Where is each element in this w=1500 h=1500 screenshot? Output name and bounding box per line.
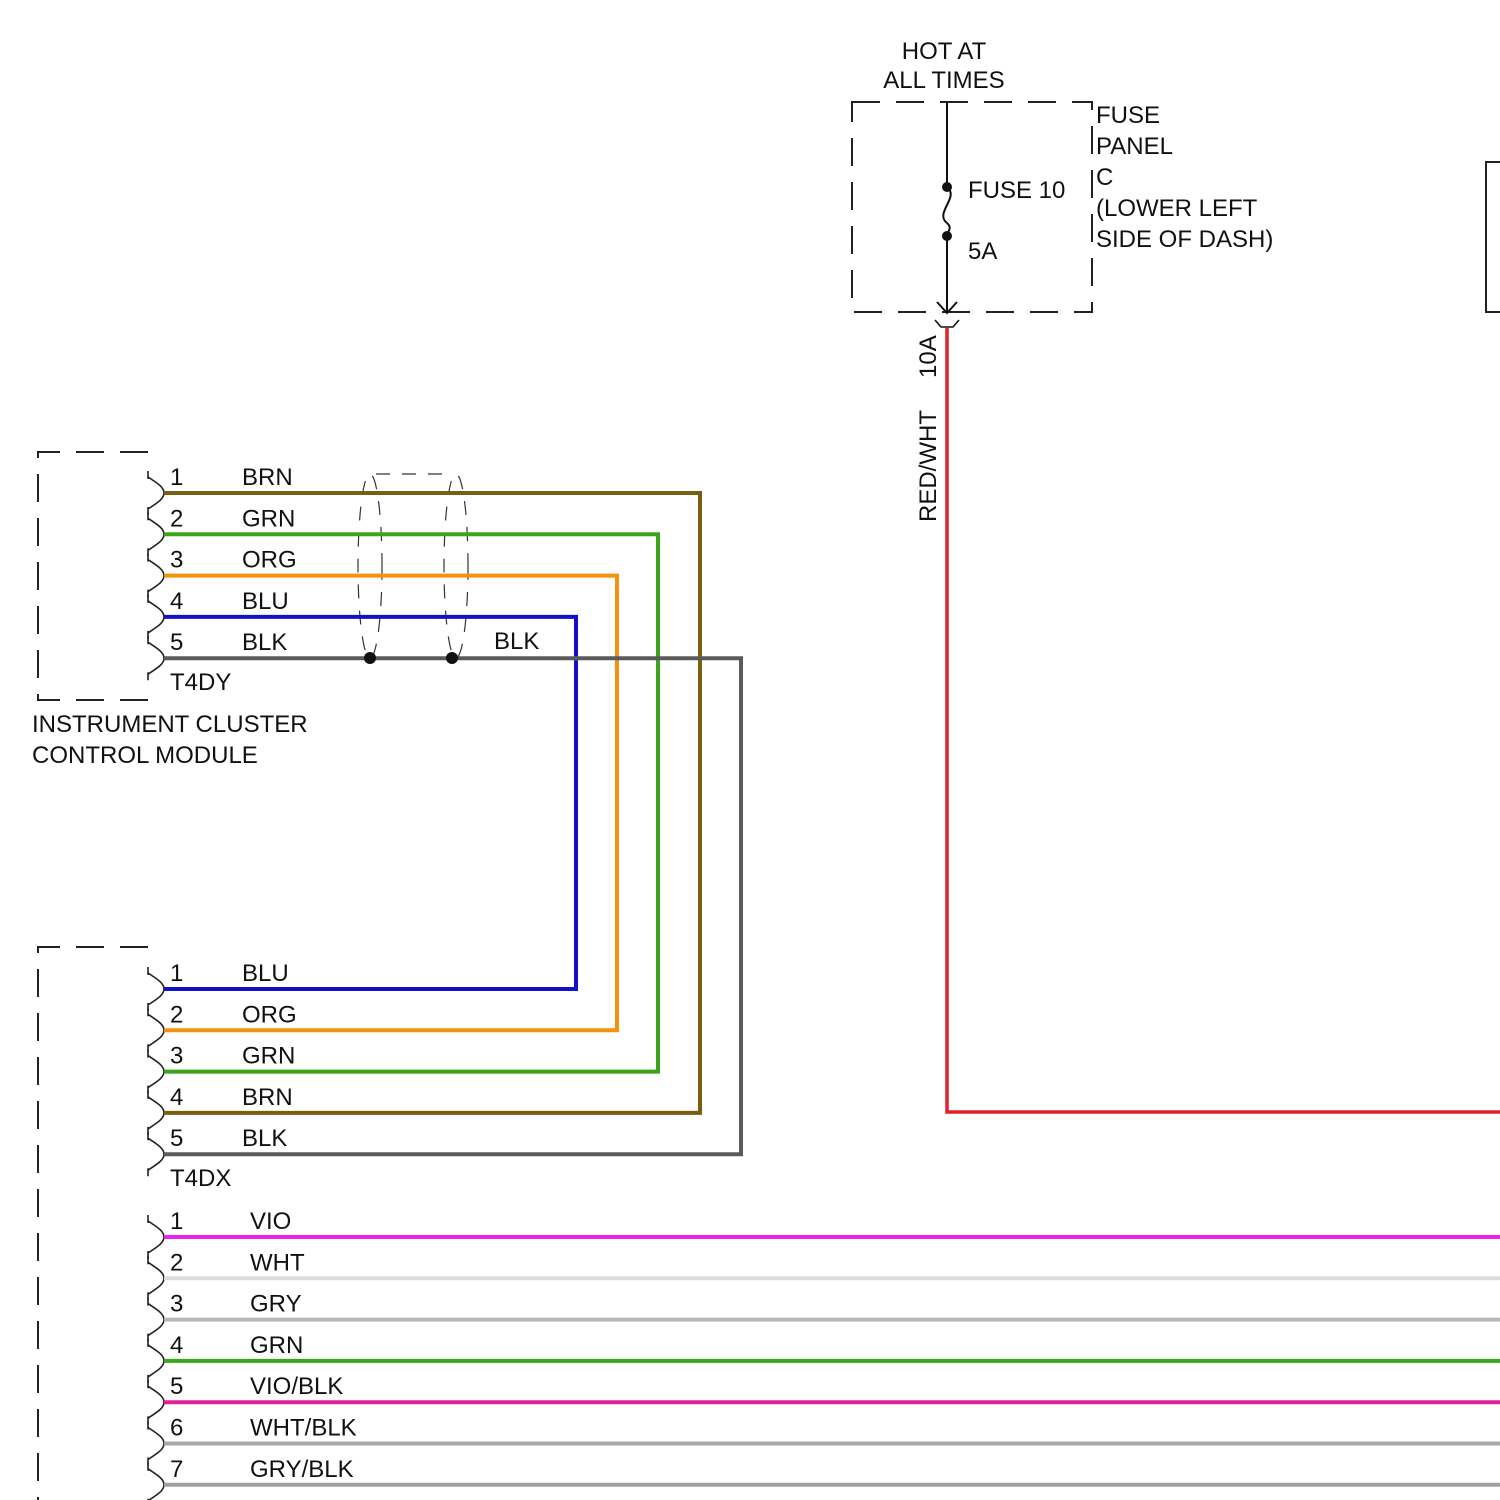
- t4dx-pin-1-color-label: BLU: [242, 960, 289, 987]
- route-wire-grn: [164, 534, 658, 1071]
- t4dy-pin-5-terminal-icon: [148, 636, 164, 680]
- shield-drain-splice-left: [364, 652, 376, 664]
- t4dy-pin-2-terminal-icon: [148, 512, 164, 556]
- lower-module-connector-a-pins: 1 BLU 2 ORG 3 GRN 4 BRN 5 BLK: [148, 960, 297, 1176]
- connector-b-pin-3-color-label: GRY: [250, 1291, 302, 1318]
- t4dy-pin-3-terminal-icon: [148, 554, 164, 598]
- feed-wire: 10A RED/WHT: [915, 320, 1500, 1112]
- instrument-cluster-module: INSTRUMENT CLUSTER CONTROL MODULE T4DY 1…: [32, 452, 539, 769]
- connector-b-pin-5-terminal-icon: [148, 1380, 164, 1424]
- t4dx-pin-1-number: 1: [170, 960, 183, 987]
- t4dx-pin-5-terminal-icon: [148, 1132, 164, 1176]
- t4dy-pin-2-number: 2: [170, 505, 183, 532]
- feed-terminal-icon: [935, 320, 959, 327]
- instrument-cluster-pins: 1 BRN 2 GRN 3 ORG 4 BLU 5 BLK: [148, 464, 297, 680]
- t4dx-pin-2-terminal-icon: [148, 1008, 164, 1052]
- fuse-name-label: FUSE 10: [968, 177, 1065, 204]
- t4dx-pin-3-terminal-icon: [148, 1050, 164, 1094]
- t4dy-pin-4-color-label: BLU: [242, 588, 289, 615]
- fuse-panel-line-3: C: [1096, 164, 1113, 191]
- twisted-pair-shield-right: [444, 474, 468, 658]
- t4dx-pin-5-color-label: BLK: [242, 1125, 287, 1152]
- fuse-panel-line-1: FUSE: [1096, 102, 1160, 129]
- connector-b-pin-6-number: 6: [170, 1415, 183, 1442]
- connector-b-pin-3-terminal-icon: [148, 1298, 164, 1342]
- connector-t4dy-label: T4DY: [170, 669, 231, 696]
- all-times-label: ALL TIMES: [883, 67, 1004, 94]
- feed-wire-path: [947, 328, 1500, 1112]
- lower-module-outline: [38, 947, 148, 1500]
- t4dx-pin-4-terminal-icon: [148, 1091, 164, 1135]
- connector-b-pin-1-terminal-icon: [148, 1215, 164, 1259]
- connector-b-pin-2-number: 2: [170, 1249, 183, 1276]
- connector-b-pin-1-number: 1: [170, 1208, 183, 1235]
- fuse-panel-line-5: SIDE OF DASH): [1096, 226, 1273, 253]
- connector-b-pin-4-number: 4: [170, 1332, 183, 1359]
- fuse-element-icon: [943, 187, 951, 236]
- connector-b-pin-7-color-label: GRY/BLK: [250, 1456, 354, 1483]
- connector-b-pin-2-color-label: WHT: [250, 1249, 305, 1276]
- drain-wire-label: BLK: [494, 628, 539, 655]
- t4dx-pin-4-number: 4: [170, 1084, 183, 1111]
- t4dy-pin-5-number: 5: [170, 629, 183, 656]
- connector-b-pin-3-number: 3: [170, 1291, 183, 1318]
- fuse-panel-outline: [852, 102, 1092, 312]
- instrument-cluster-outline: [38, 452, 148, 700]
- fuse-panel: HOT AT ALL TIMES FUSE 10 5A FUSE PANEL C…: [852, 38, 1500, 313]
- fuse-rating-label: 5A: [968, 238, 997, 265]
- feed-color-label: RED/WHT: [915, 410, 942, 522]
- feed-size-label: 10A: [915, 335, 942, 378]
- t4dx-pin-5-number: 5: [170, 1125, 183, 1152]
- connector-b-pin-6-terminal-icon: [148, 1422, 164, 1466]
- t4dy-pin-3-color-label: ORG: [242, 547, 297, 574]
- t4dy-pin-5-color-label: BLK: [242, 629, 287, 656]
- t4dx-pin-2-number: 2: [170, 1001, 183, 1028]
- t4dy-pin-1-number: 1: [170, 464, 183, 491]
- connector-b-pin-7-terminal-icon: [148, 1463, 164, 1500]
- hot-at-label: HOT AT: [902, 38, 987, 65]
- t4dy-pin-1-terminal-icon: [148, 471, 164, 515]
- connector-b-pin-4-terminal-icon: [148, 1339, 164, 1383]
- twisted-pair-shield-left: [358, 474, 382, 658]
- t4dy-pin-3-number: 3: [170, 547, 183, 574]
- shield-drain-splice-right: [446, 652, 458, 664]
- connector-b-pin-1-color-label: VIO: [250, 1208, 291, 1235]
- instrument-cluster-label-2: CONTROL MODULE: [32, 742, 258, 769]
- connector-b-pin-5-number: 5: [170, 1373, 183, 1400]
- t4dx-pin-3-number: 3: [170, 1043, 183, 1070]
- t4dx-pin-4-color-label: BRN: [242, 1084, 293, 1111]
- t4dx-pin-2-color-label: ORG: [242, 1001, 297, 1028]
- connector-b-pin-2-terminal-icon: [148, 1256, 164, 1300]
- route-wire-org: [164, 576, 617, 1031]
- instrument-cluster-label-1: INSTRUMENT CLUSTER: [32, 711, 308, 738]
- t4dy-pin-2-color-label: GRN: [242, 505, 295, 532]
- t4dy-pin-1-color-label: BRN: [242, 464, 293, 491]
- fuse-panel-line-4: (LOWER LEFT: [1096, 195, 1258, 222]
- fuse-panel-line-2: PANEL: [1096, 133, 1173, 160]
- connector-b-pin-4-color-label: GRN: [250, 1332, 303, 1359]
- connector-b-pin-7-number: 7: [170, 1456, 183, 1483]
- t4dx-pin-3-color-label: GRN: [242, 1043, 295, 1070]
- t4dy-pin-4-terminal-icon: [148, 595, 164, 639]
- connector-t4dx-label: T4DX: [170, 1165, 231, 1192]
- t4dy-pin-4-number: 4: [170, 588, 183, 615]
- connector-b-pin-5-color-label: VIO/BLK: [250, 1373, 343, 1400]
- adjacent-component-outline: [1486, 162, 1500, 312]
- lower-module-connector-b-pins: 1 VIO 2 WHT 3 GRY 4 GRN 5 VIO/BLK 6 WHT/BLK 7 GRY/BLK: [148, 1208, 1500, 1500]
- t4dx-pin-1-terminal-icon: [148, 967, 164, 1011]
- connector-b-pin-6-color-label: WHT/BLK: [250, 1415, 357, 1442]
